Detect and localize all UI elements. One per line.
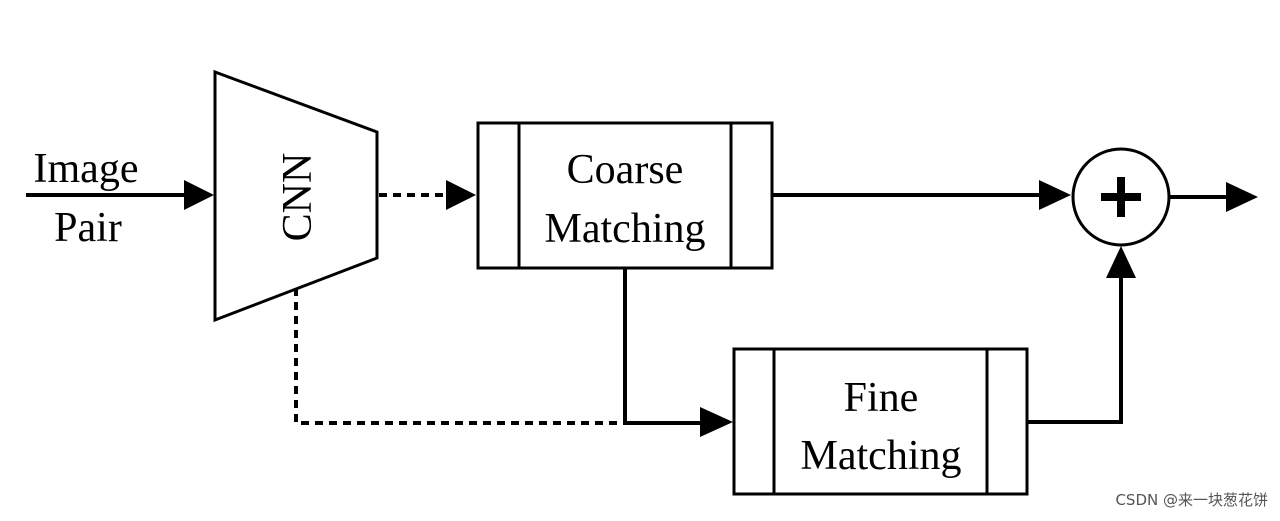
cnn-block (213, 69, 379, 323)
sum-bottom-arrowhead (1106, 246, 1136, 278)
fine-matching-block (732, 347, 1029, 496)
watermark-text: CSDN @来一块葱花饼 (1115, 491, 1268, 509)
cnn-to-fine-dashed (294, 288, 625, 425)
coarse-to-fine-line (623, 268, 703, 425)
coarse-input-arrowhead (446, 180, 476, 210)
input-label-line2: Pair (54, 205, 122, 251)
output-arrowhead (1226, 182, 1258, 212)
fine-label-line2: Matching (801, 433, 962, 479)
fine-to-sum-line (1027, 278, 1123, 424)
fine-input-arrowhead (700, 407, 733, 437)
input-arrowhead (184, 180, 214, 210)
sum-input-arrowhead (1039, 180, 1071, 210)
coarse-label-line1: Coarse (567, 147, 684, 193)
coarse-matching-block (476, 121, 774, 270)
fine-label-line1: Fine (844, 375, 919, 421)
cnn-label: CNN (275, 153, 321, 242)
input-label-line1: Image (34, 146, 139, 192)
coarse-label-line2: Matching (545, 206, 706, 252)
